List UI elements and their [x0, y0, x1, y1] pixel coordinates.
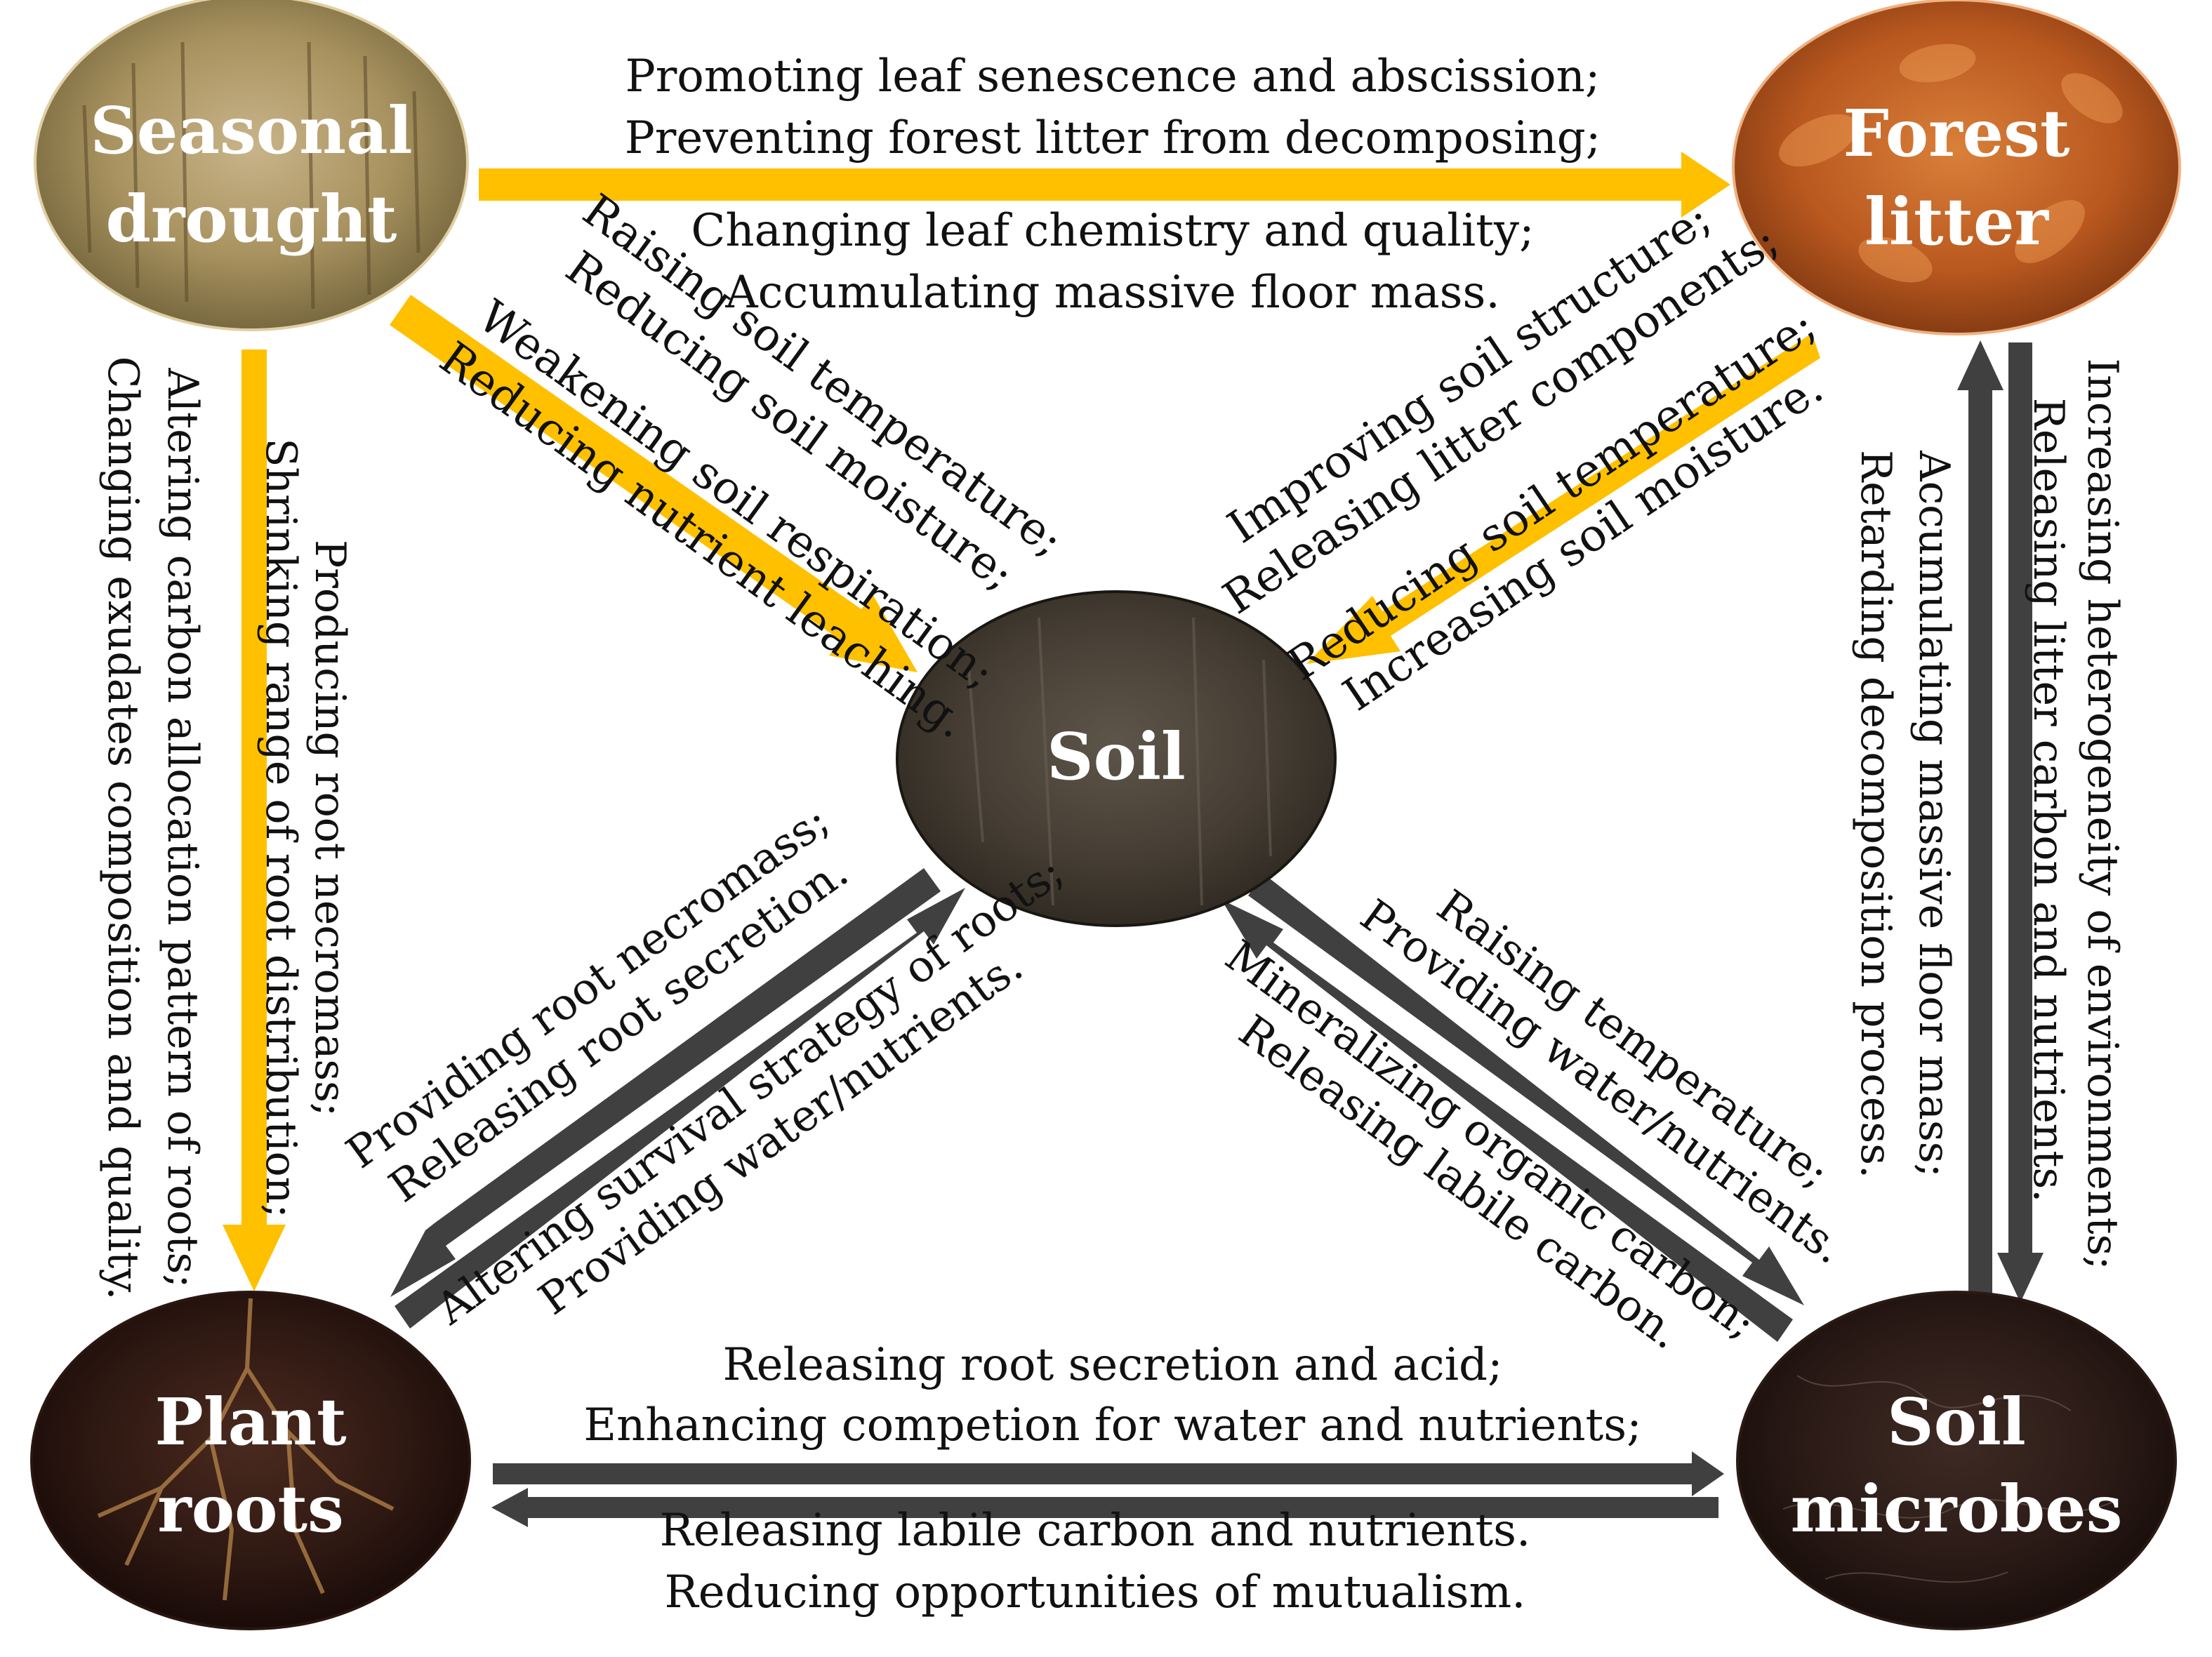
label-preventing-decomposing: Preventing forest litter from decomposin… [625, 112, 1601, 164]
label-forest-litter-1: Forest [1843, 95, 2070, 171]
label-plant-roots-2: roots [157, 1471, 344, 1547]
label-reducing-nutrient-leaching: Reducing nutrient leaching. [430, 332, 976, 749]
label-retarding-decomposition: Retarding decomposition process. [1851, 450, 1900, 1178]
node-soil-microbes: Soil microbes [1736, 1291, 2177, 1630]
arrow-drought-to-soil [390, 295, 918, 672]
label-releasing-labile-carbon-nutrients: Releasing labile carbon and nutrients. [660, 1505, 1531, 1557]
label-soil: Soil [1047, 719, 1186, 794]
label-altering-carbon-allocation: Altering carbon allocation pattern of ro… [158, 368, 207, 1289]
label-producing-root-necromass: Producing root necromass; [305, 540, 355, 1117]
label-changing-exudates: Changing exudates composition and qualit… [98, 357, 147, 1300]
labels-drought-to-litter: Promoting leaf senescence and abscission… [625, 51, 1601, 319]
label-soil-microbes-1: Soil [1887, 1384, 2026, 1460]
arrow-litter-to-soil [1306, 333, 1820, 664]
arrow-microbes-to-roots [491, 1488, 1718, 1527]
label-soil-microbes-2: microbes [1791, 1471, 2123, 1547]
label-seasonal-drought-2: drought [106, 181, 397, 257]
arrow-soil-to-roots [390, 868, 941, 1297]
arrow-microbes-to-soil [1221, 900, 1793, 1342]
labels-drought-to-roots: Producing root necromass; Shrinking rang… [98, 357, 355, 1300]
node-forest-litter: Forest litter [1732, 0, 2181, 335]
label-releasing-root-secretion-acid: Releasing root secretion and acid; [722, 1339, 1502, 1391]
arrow-drought-to-roots [223, 350, 286, 1291]
label-seasonal-drought-1: Seasonal [90, 93, 412, 168]
label-shrinking-root-distribution: Shrinking range of root distribution; [256, 438, 305, 1218]
arrow-soil-to-microbes [1248, 874, 1804, 1305]
label-reducing-mutualism: Reducing opportunities of mutualism. [665, 1566, 1526, 1618]
node-seasonal-drought: Seasonal drought [34, 0, 469, 331]
arrow-drought-to-litter [479, 152, 1730, 218]
labels-roots-microbes: Releasing root secretion and acid; Enhan… [583, 1339, 1641, 1618]
label-plant-roots-1: Plant [154, 1384, 347, 1460]
arrow-litter-to-microbes [1997, 342, 2044, 1303]
labels-litter-microbes: Increasing heterogeneity of environments… [1851, 358, 2127, 1270]
arrow-roots-to-soil [395, 888, 965, 1329]
label-forest-litter-2: litter [1865, 184, 2049, 260]
label-enhancing-competion: Enhancing competion for water and nutrie… [583, 1399, 1641, 1451]
label-accumulating-massive-floor: Accumulating massive floor mass; [1909, 450, 1959, 1178]
label-increasing-heterogeneity: Increasing heterogeneity of environments… [2078, 358, 2127, 1270]
arrow-roots-to-microbes [493, 1451, 1724, 1496]
arrow-microbes-to-litter [1957, 340, 2004, 1297]
label-changing-leaf-chemistry: Changing leaf chemistry and quality; [691, 205, 1534, 257]
label-releasing-litter-carbon: Releasing litter carbon and nutrients. [2024, 398, 2073, 1203]
label-promoting-senescence: Promoting leaf senescence and abscission… [625, 51, 1601, 102]
node-soil: Soil [896, 590, 1337, 927]
label-accumulating-floor-mass: Accumulating massive floor mass. [724, 267, 1499, 319]
node-plant-roots: Plant roots [30, 1291, 471, 1630]
